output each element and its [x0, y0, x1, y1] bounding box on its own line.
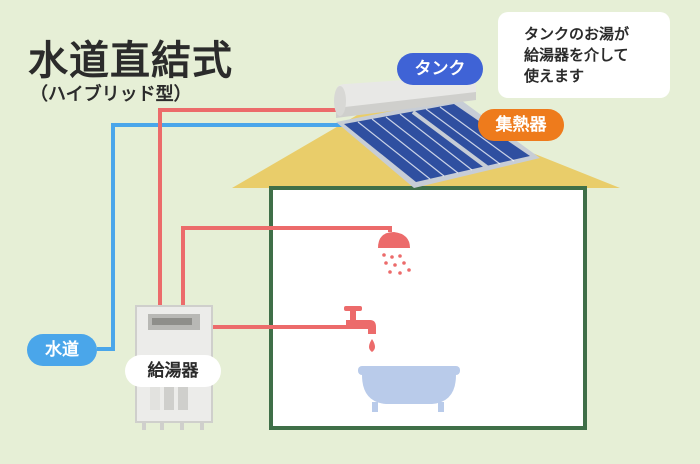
note-line: 使えます — [524, 67, 585, 85]
explanation-note: タンクのお湯が 給湯器を介して 使えます — [498, 12, 670, 98]
collector-label: 集熱器 — [478, 109, 564, 141]
page-subtitle: （ハイブリッド型） — [30, 84, 192, 105]
water-heater-label: 給湯器 — [125, 355, 221, 387]
tank-label: タンク — [397, 53, 483, 85]
hot-pipe-to-shower — [181, 226, 392, 308]
bathtub-icon — [358, 366, 460, 412]
water-supply-label: 水道 — [27, 334, 97, 366]
note-line: 給湯器を介して — [524, 46, 629, 64]
solar-collector — [336, 98, 540, 188]
faucet-icon — [344, 306, 376, 352]
storage-tank — [334, 76, 476, 118]
hot-pipe-tank-to-heater — [158, 108, 346, 306]
cold-water-pipe — [97, 123, 346, 351]
note-line: タンクのお湯が — [524, 25, 630, 43]
page-title: 水道直結式 — [28, 38, 233, 84]
shower-head-icon — [378, 232, 411, 275]
